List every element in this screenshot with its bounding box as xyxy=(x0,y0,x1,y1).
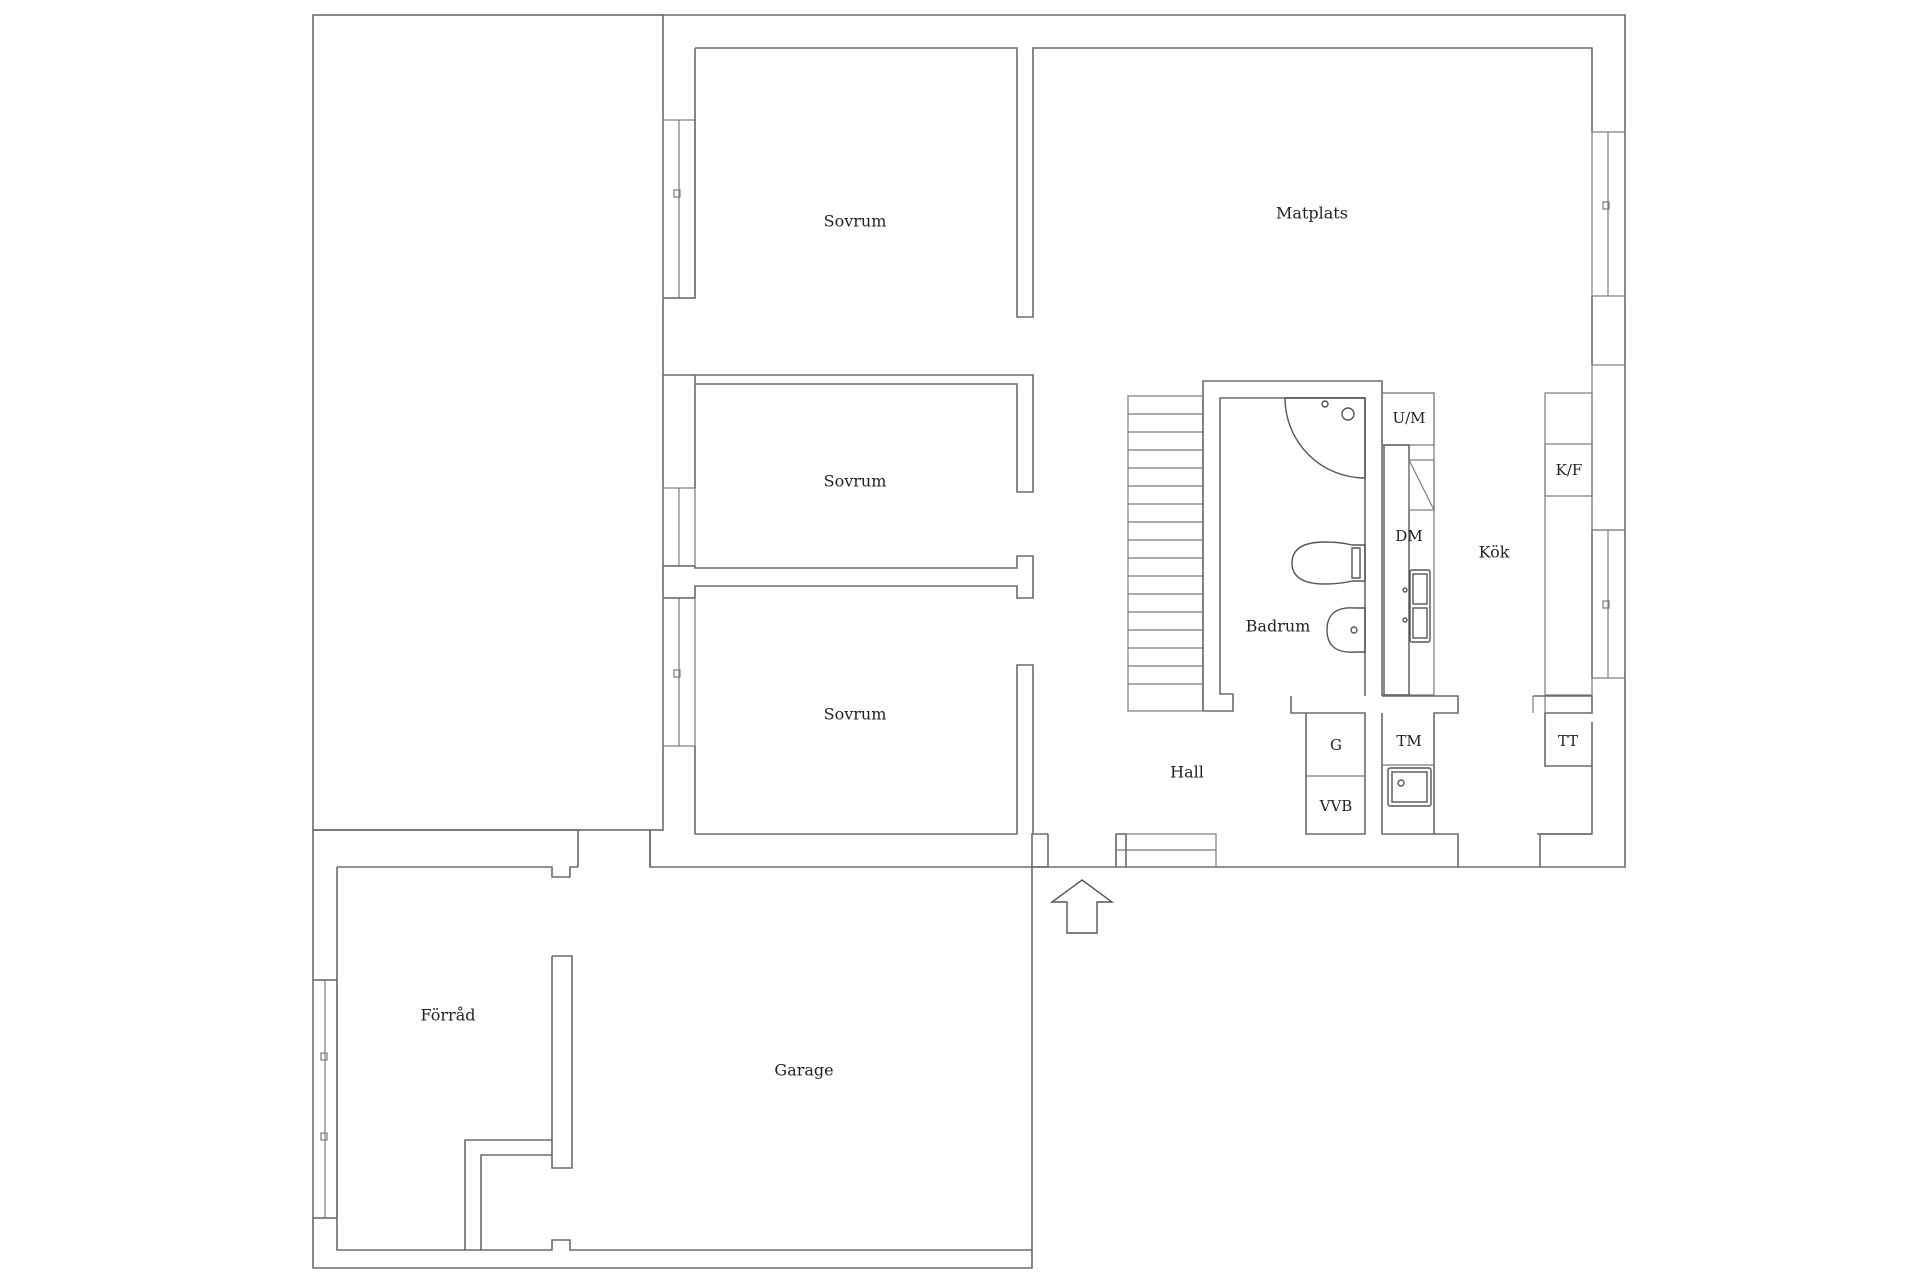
toilet xyxy=(1291,541,1366,585)
appliance-label-g: G xyxy=(1330,736,1342,754)
kitchen-sink xyxy=(1409,569,1431,643)
left-block-outline xyxy=(312,14,664,831)
bedroom-divider-lower xyxy=(694,555,1034,599)
window-jambs xyxy=(663,565,695,599)
bedroom-top-left-wall xyxy=(663,48,696,299)
interior-walls xyxy=(649,48,1127,868)
entrance-arrow xyxy=(1049,879,1115,934)
stair-outline xyxy=(1127,395,1204,712)
bedroom-lower-walls xyxy=(694,664,1034,835)
counter-island xyxy=(1383,444,1410,696)
top-inner-wall xyxy=(695,47,1593,318)
front-wall-left xyxy=(649,830,1117,868)
room-label-bedroom-middle: Sovrum xyxy=(824,472,887,491)
room-label-bedroom-top: Sovrum xyxy=(824,212,887,231)
utility-sink xyxy=(1387,767,1432,807)
kitchen-front-wall xyxy=(1434,833,1592,867)
room-label-bedroom-lower: Sovrum xyxy=(824,705,887,724)
windows xyxy=(312,119,1626,1219)
entrance-jamb xyxy=(1031,833,1048,867)
storage-garage xyxy=(313,829,1032,1251)
appliance-label-fridge-freezer: K/F xyxy=(1556,461,1583,479)
storage-top-wall xyxy=(313,829,651,867)
bathroom-sink xyxy=(1326,607,1366,653)
right-wall-column xyxy=(1591,364,1626,531)
room-label-dining: Matplats xyxy=(1276,204,1348,223)
entrance-arrow-icon xyxy=(1049,879,1115,934)
shower xyxy=(1284,397,1366,479)
entrance-jamb-right xyxy=(1116,833,1127,867)
storage-garage-inner xyxy=(336,867,1032,1251)
room-label-bathroom: Badrum xyxy=(1246,617,1311,636)
room-label-hall: Hall xyxy=(1170,763,1204,782)
appliance-label-tt: TT xyxy=(1558,732,1578,750)
appliance-labels: U/M K/F DM G TM TT VVB xyxy=(1319,409,1583,815)
room-labels: Sovrum Matplats Sovrum Sovrum Kök Badrum… xyxy=(421,204,1510,1080)
room-label-garage: Garage xyxy=(774,1061,833,1080)
utility-tm-walls xyxy=(1381,695,1459,835)
kitchen-counter-right xyxy=(1544,392,1593,696)
shower-drain xyxy=(1341,407,1355,421)
appliance-label-water-heater: VVB xyxy=(1319,797,1353,815)
tt-box xyxy=(1533,695,1593,767)
appliance-label-dryer: TM xyxy=(1396,732,1421,750)
bathroom xyxy=(1202,380,1383,712)
appliance-label-dishwasher: DM xyxy=(1395,527,1422,545)
room-label-storage: Förråd xyxy=(421,1006,476,1025)
bedroom-divider-upper xyxy=(663,374,1034,493)
bathroom-walls xyxy=(1203,397,1366,712)
storage-divider xyxy=(464,955,573,1250)
utility-g-vvb-walls xyxy=(1290,696,1366,835)
room-label-kitchen: Kök xyxy=(1479,543,1510,562)
appliance-label-washer: U/M xyxy=(1392,409,1425,427)
stairs xyxy=(1127,395,1204,712)
kitchen-utility xyxy=(1290,364,1626,867)
storage-inner-top xyxy=(337,866,578,878)
